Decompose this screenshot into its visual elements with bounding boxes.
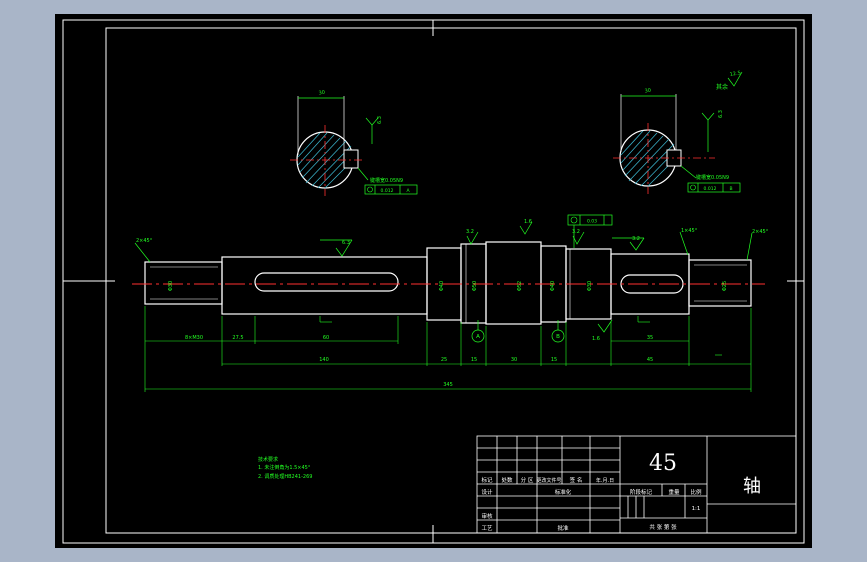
- rev-header-sign: 签 名: [570, 476, 583, 484]
- chamfer-callouts: 2×45° 1×45° 2×45°: [134, 228, 769, 263]
- chamfer-right: 2×45°: [752, 229, 769, 235]
- datum-ref-left: A: [406, 188, 410, 194]
- dia-1: Φ40: [439, 281, 445, 291]
- section-view-right: 30 6.3 键槽宽0.05N9 0.012 B 其余 12.5: [613, 70, 743, 194]
- dim-seg-g: 30: [511, 357, 517, 363]
- rev-header-docno: 更改文件号: [536, 477, 561, 484]
- rough-section-right: 6.3: [718, 110, 724, 118]
- rough-5: 1.6: [592, 336, 600, 342]
- roughness-values: 6.3 3.2 1.6 3.2 1.6 3.2: [342, 219, 640, 342]
- length-dimensions: [144, 306, 752, 392]
- tolerance-frame-top: 0.03: [567, 214, 613, 248]
- dim-seg-e: 25: [441, 357, 447, 363]
- tech-notes: 技术要求 1. 未注倒角为1.5×45° 2. 调质处理HB241-269: [258, 456, 312, 480]
- review-label: 审核: [481, 512, 493, 520]
- keyway-note-left: 键槽宽0.05N9: [370, 177, 403, 184]
- tol-section-left: 0.012: [381, 188, 394, 194]
- dim-section-left-width: 30: [318, 90, 325, 97]
- part-name: 轴: [743, 476, 761, 497]
- section-view-left: 30 6.3 键槽宽0.05N9 0.012 A: [290, 90, 418, 196]
- sheet-label: 共 张 第 张: [649, 523, 677, 531]
- datum-b: B: [556, 334, 560, 340]
- dim-seg-i: 45: [647, 357, 653, 363]
- dim-seg-j: 35: [647, 335, 653, 341]
- roughness-symbols: [320, 221, 645, 333]
- tol-top-value: 0.03: [587, 219, 597, 225]
- rev-header-count: 处数: [501, 476, 513, 484]
- tech-note-2: 2. 调质处理HB241-269: [258, 473, 312, 480]
- rough-3: 1.6: [524, 219, 532, 225]
- shaft-seg-right-end: [688, 259, 752, 307]
- rough-2: 3.2: [466, 229, 474, 235]
- approve-label: 批准: [557, 524, 569, 532]
- tech-notes-title: 技术要求: [258, 456, 278, 463]
- dia-right: Φ30: [587, 281, 593, 291]
- title-block: [476, 435, 797, 534]
- rough-rest-label: 其余: [716, 83, 728, 91]
- tech-note-1: 1. 未注倒角为1.5×45°: [258, 464, 311, 471]
- keyway-note-right: 键槽宽0.05N9: [696, 174, 729, 181]
- dim-seg-a: 8×M30: [185, 335, 203, 341]
- dia-right-end: Φ25: [722, 281, 728, 291]
- process-label: 工艺: [481, 525, 493, 532]
- rough-6: 3.2: [632, 236, 640, 242]
- centering-marks: [63, 20, 804, 543]
- dia-2: Φ50: [472, 281, 478, 291]
- chamfer-left: 2×45°: [136, 238, 153, 244]
- standardize-label: 标准化: [555, 488, 572, 496]
- dim-extra-marks: [319, 316, 722, 356]
- tol-section-right: 0.012: [704, 186, 717, 192]
- title-block-texts: 标记 处数 分 区 更改文件号 签 名 年.月.日 设计 标准化 审核 工艺 批…: [481, 476, 702, 532]
- dia-3: Φ52: [517, 281, 523, 291]
- dim-seg-d: 140: [319, 357, 329, 363]
- material-label: 45: [649, 451, 677, 476]
- ratio-label: 比例: [690, 488, 702, 496]
- rev-header-zone: 分 区: [521, 476, 534, 484]
- dim-section-right-width: 30: [644, 88, 651, 95]
- dim-total: 345: [443, 382, 453, 388]
- rough-rest-value: 12.5: [729, 70, 741, 78]
- length-dim-values: 8×M30 27.5 60 140 25 15 30 15 45 35 345: [185, 335, 653, 388]
- weight-label: 重量: [668, 488, 680, 496]
- datum-a: A: [476, 334, 480, 340]
- diameter-labels: Φ30 Φ40 Φ50 Φ52 Φ40 Φ30 Φ25: [168, 281, 728, 291]
- rev-header-date: 年.月.日: [596, 477, 614, 484]
- dim-seg-c: 60: [323, 335, 329, 341]
- design-label: 设计: [481, 488, 493, 496]
- dim-seg-b: 27.5: [232, 335, 243, 341]
- rough-section-left: 6.3: [377, 116, 383, 124]
- drawing-area: [55, 14, 812, 548]
- datum-ref-right: B: [729, 186, 732, 192]
- dia-4: Φ40: [550, 281, 556, 291]
- scale-value: 1:1: [692, 506, 701, 512]
- rough-4: 3.2: [572, 229, 580, 235]
- dim-seg-h: 15: [551, 357, 557, 363]
- rough-1: 6.3: [342, 240, 350, 246]
- rev-header-mark: 标记: [481, 476, 493, 484]
- datum-markers: A B: [471, 320, 565, 343]
- chamfer-mid: 1×45°: [681, 228, 698, 234]
- stage-label: 阶段标记: [630, 488, 653, 496]
- dia-left: Φ30: [168, 281, 174, 291]
- dim-seg-f: 15: [471, 357, 477, 363]
